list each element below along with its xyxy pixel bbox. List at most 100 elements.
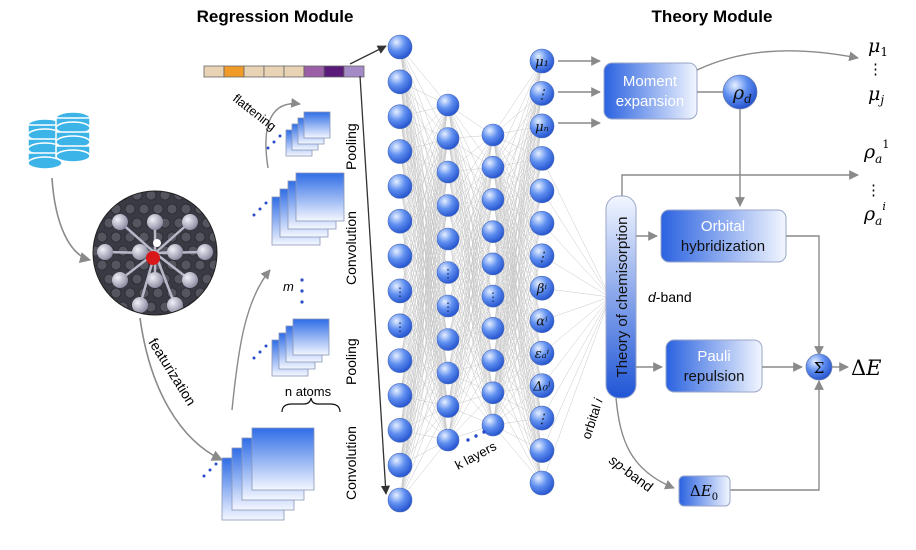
sheet-dot <box>264 201 268 205</box>
network-edge <box>447 134 494 240</box>
delta-e-label: ΔE <box>851 356 882 380</box>
network-edge <box>447 272 494 329</box>
hidden-node-1 <box>436 93 460 117</box>
substrate-atom <box>223 288 233 298</box>
network-edge <box>447 305 494 361</box>
hidden-node-1 <box>436 127 460 150</box>
input-node <box>387 452 413 478</box>
ellipsis-marker: ⋮ <box>394 320 406 334</box>
network-edge <box>447 272 494 393</box>
substrate-atom <box>194 231 206 243</box>
network-edge <box>447 138 494 232</box>
hidden-node-1 <box>436 261 460 284</box>
network-edge <box>399 104 449 187</box>
rho-d-node: ρd <box>722 74 758 110</box>
feature-sheet <box>303 111 331 139</box>
input-node <box>387 34 413 60</box>
network-edge <box>447 205 494 329</box>
network-edge <box>492 60 543 200</box>
output-node-label: ⋮ <box>536 412 549 427</box>
network-edge <box>447 104 494 200</box>
network-connections <box>399 46 611 501</box>
orbital-hybridization-line1: Orbital <box>701 218 745 235</box>
substrate-atom <box>180 203 192 215</box>
network-edge <box>447 305 494 393</box>
output-node <box>529 275 555 301</box>
output-node <box>529 438 555 463</box>
network-edge <box>399 290 449 374</box>
orbital-i-label: orbital i <box>579 395 607 441</box>
output-node <box>529 146 555 171</box>
pauli-repulsion-line1: Pauli <box>697 348 730 365</box>
oxygen-atom <box>146 251 160 265</box>
input-node <box>387 139 413 164</box>
theory-module-title: Theory Module <box>652 7 773 26</box>
network-edge <box>447 171 494 232</box>
pooling-label-bottom: Pooling <box>343 338 359 385</box>
hidden-node-2 <box>481 155 505 179</box>
input-node <box>387 208 413 234</box>
flatten-cell <box>223 65 245 78</box>
network-edge <box>541 296 611 386</box>
network-edge <box>399 325 449 407</box>
network-edge <box>447 171 494 264</box>
network-edge <box>541 296 611 419</box>
hidden-node-1 <box>436 361 460 385</box>
feature-sheet <box>295 172 345 222</box>
output-node-label: μₙ <box>535 120 549 135</box>
substrate-atom <box>180 259 192 271</box>
output-node-label: εₐⁱ <box>535 347 550 362</box>
flatten-cell <box>203 65 225 78</box>
substrate-atom <box>131 217 143 229</box>
input-node <box>387 69 413 95</box>
substrate-atom <box>223 260 233 270</box>
network-edge <box>447 171 494 297</box>
output-node <box>529 178 555 204</box>
moment-expansion-line1: Moment <box>623 73 678 90</box>
output-node <box>529 48 555 74</box>
network-edge <box>492 353 543 426</box>
substrate-atom <box>96 203 108 215</box>
metal-atom <box>197 244 213 260</box>
substrate-atom <box>110 231 122 243</box>
network-edge <box>399 46 449 173</box>
metal-atom <box>97 244 113 260</box>
network-edge <box>447 372 494 426</box>
rho-a-1-label: ρa1 <box>863 138 889 166</box>
sheet-dot <box>208 468 212 472</box>
network-edge <box>399 116 449 206</box>
network-edge <box>399 104 449 222</box>
substrate-atom <box>131 273 143 285</box>
m-label: m <box>283 279 294 294</box>
metal-atom <box>182 272 198 288</box>
flatten-cell <box>283 65 305 78</box>
substrate-atom <box>223 204 233 214</box>
output-node-label: βⁱ <box>536 282 548 297</box>
metal-atom <box>147 214 163 230</box>
substrate-atom <box>223 232 233 242</box>
substrate-atom <box>93 301 101 313</box>
delta-e0-label: ΔE0 <box>690 482 718 503</box>
d-band-label: d-band <box>648 289 692 305</box>
hidden-node-2 <box>481 317 505 340</box>
network-edge <box>447 205 494 297</box>
network-edge <box>492 60 543 393</box>
network-edge <box>399 221 449 307</box>
input-node <box>387 104 413 129</box>
network-edge <box>492 60 543 329</box>
network-edge <box>492 60 543 168</box>
substrate-atom <box>96 231 108 243</box>
output-node <box>529 243 555 269</box>
network-edge <box>399 255 449 374</box>
flatten-cell <box>303 65 325 78</box>
network-edge <box>492 424 543 484</box>
metal-atom <box>167 244 183 260</box>
pooling-stack-lower <box>252 318 330 377</box>
sheet-dot <box>252 356 256 360</box>
e0-to-sum-arrow <box>730 380 824 491</box>
network-edge <box>399 406 449 501</box>
flatten-cell <box>263 65 285 78</box>
rho-a-outputs: ρa1 ⋮ ρai <box>863 138 889 228</box>
substrate-atom <box>96 259 108 271</box>
